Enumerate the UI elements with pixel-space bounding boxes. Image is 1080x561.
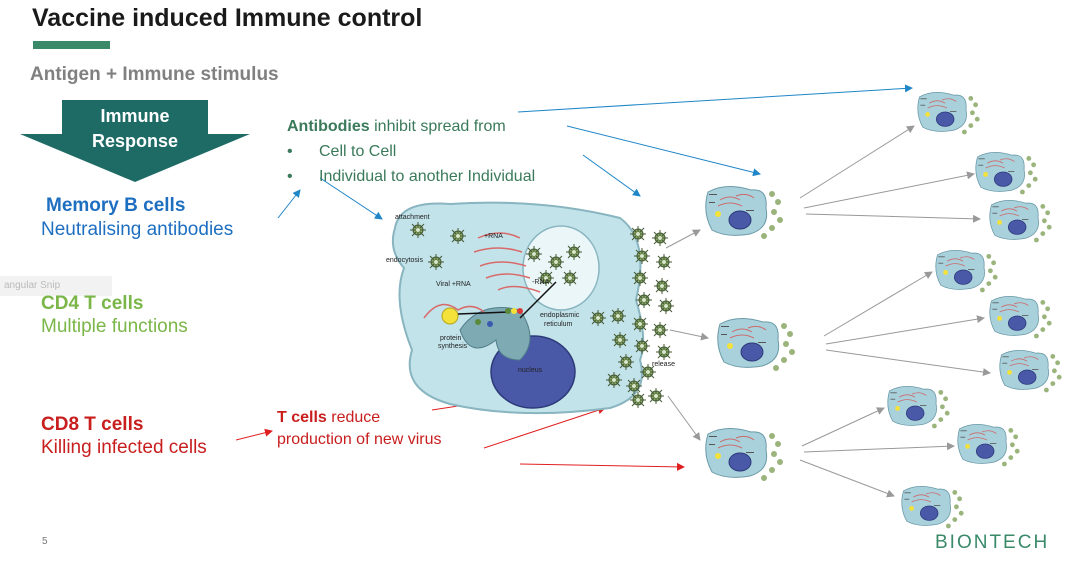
- antibodies-bold: Antibodies: [287, 118, 370, 135]
- cd4-title: CD4 T cells: [41, 293, 144, 314]
- label-reticulum: reticulum: [544, 321, 573, 328]
- cd8-title: CD8 T cells: [41, 414, 144, 435]
- label-viral-rna: Viral +RNA: [436, 281, 471, 288]
- memory-b-title: Memory B cells: [46, 195, 186, 216]
- label-synthesis: synthesis: [438, 343, 468, 350]
- label-attachment: attachment: [395, 214, 430, 221]
- secondary-cells: [705, 185, 796, 482]
- slide-subtitle: Antigen + Immune stimulus: [30, 64, 279, 85]
- immune-response-arrow: [20, 100, 250, 182]
- title-underline: [33, 41, 110, 49]
- label-minus-rna: -RNA: [532, 279, 549, 286]
- page-number: 5: [42, 536, 48, 547]
- slide-title: Vaccine induced Immune control: [32, 4, 423, 32]
- label-nucleus: nucleus: [518, 367, 543, 374]
- cd8-desc: Killing infected cells: [41, 437, 207, 458]
- label-protein: protein: [440, 335, 462, 342]
- tcells-block: T cells reduce production of new virus: [277, 407, 442, 451]
- snip-overlay: angular Snip: [0, 276, 112, 296]
- label-endoplasmic: endoplasmic: [540, 312, 580, 319]
- tcells-rest: reduce: [326, 409, 381, 426]
- immune-response-label: Immune Response: [91, 106, 179, 151]
- tcells-line2: production of new virus: [277, 431, 442, 448]
- cd4-desc: Multiple functions: [41, 316, 188, 337]
- memory-b-desc: Neutralising antibodies: [41, 219, 234, 240]
- tcells-bold: T cells: [277, 409, 327, 426]
- antibodies-block: Antibodies inhibit spread from •Cell to …: [287, 118, 536, 185]
- label-release: release: [652, 361, 675, 368]
- company-logo: BIONTECH: [935, 532, 1050, 553]
- label-endocytosis: endocytosis: [386, 257, 423, 264]
- tertiary-cells: [887, 91, 1062, 529]
- antibodies-rest: inhibit spread from: [369, 118, 506, 135]
- antibodies-bullet-1: Cell to Cell: [319, 143, 397, 160]
- label-plus-rna: +RNA: [484, 233, 503, 240]
- antibodies-bullet-2: Individual to another Individual: [319, 168, 536, 185]
